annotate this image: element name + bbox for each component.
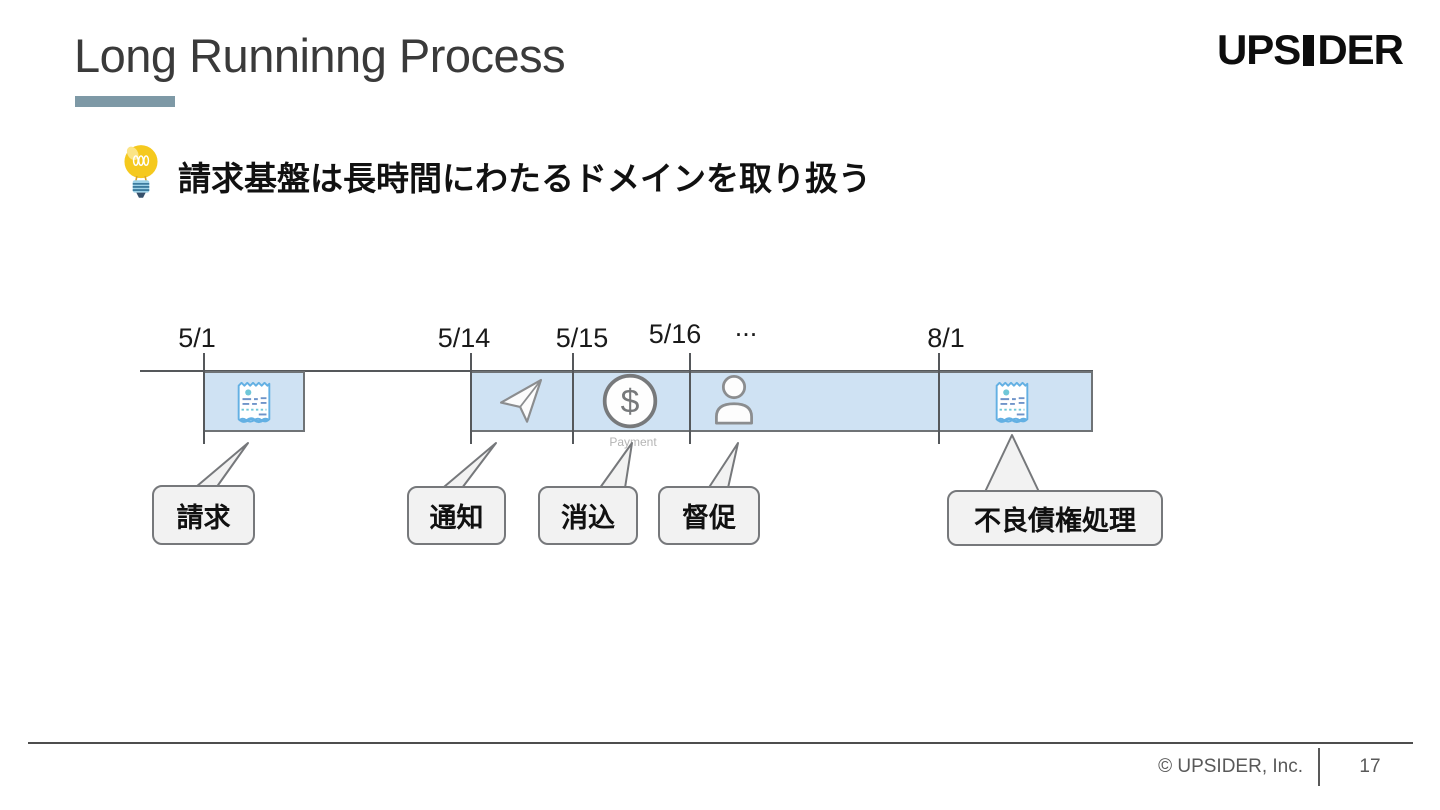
callout-bad-debt: 不良債権処理 <box>947 490 1163 546</box>
logo-i-bar <box>1303 34 1315 66</box>
copyright-text: © UPSIDER, Inc. <box>1158 756 1303 777</box>
tick-5-15 <box>572 353 574 444</box>
date-label-5-15: 5/15 <box>555 323 609 353</box>
callout-invoice: 請求 <box>152 485 255 545</box>
callout-tails <box>189 434 1041 495</box>
logo-text-left: UPS <box>1216 26 1301 73</box>
logo-text-right: DER <box>1317 26 1404 73</box>
invoice-receipt-icon <box>231 376 277 433</box>
payment-caption: Payment <box>609 435 657 449</box>
dollar-sign: $ <box>621 382 640 420</box>
footer-divider-line <box>28 742 1413 744</box>
page-title: Long Runninng Process <box>74 29 566 82</box>
upsider-logo: UPS DER <box>1216 26 1404 74</box>
footer-vertical-bar <box>1318 748 1320 786</box>
date-label-5-1: 5/1 <box>178 323 216 353</box>
bad-debt-receipt-icon <box>989 376 1035 433</box>
date-label-5-16: 5/16 <box>648 319 702 349</box>
tick-8-1 <box>938 353 940 444</box>
date-label-8-1: 8/1 <box>927 323 965 353</box>
payment-dollar-icon: $ <box>600 371 660 436</box>
callout-reconciliation: 消込 <box>538 486 638 545</box>
date-label-5-14: 5/14 <box>437 323 491 353</box>
key-message: 請求基盤は長時間にわたるドメインを取り扱う <box>116 142 871 209</box>
tick-5-1 <box>203 353 205 444</box>
callout-dunning: 督促 <box>658 486 760 545</box>
tick-5-14 <box>470 353 472 444</box>
page-number: 17 <box>1359 756 1381 777</box>
person-icon <box>706 375 762 430</box>
tick-5-16 <box>689 353 691 444</box>
title-accent-bar <box>75 96 175 107</box>
send-plane-icon <box>495 374 547 431</box>
callout-notification: 通知 <box>407 486 506 545</box>
date-label-ellipsis: ... <box>734 312 758 342</box>
lightbulb-icon <box>116 142 166 209</box>
key-message-text: 請求基盤は長時間にわたるドメインを取り扱う <box>178 159 871 197</box>
